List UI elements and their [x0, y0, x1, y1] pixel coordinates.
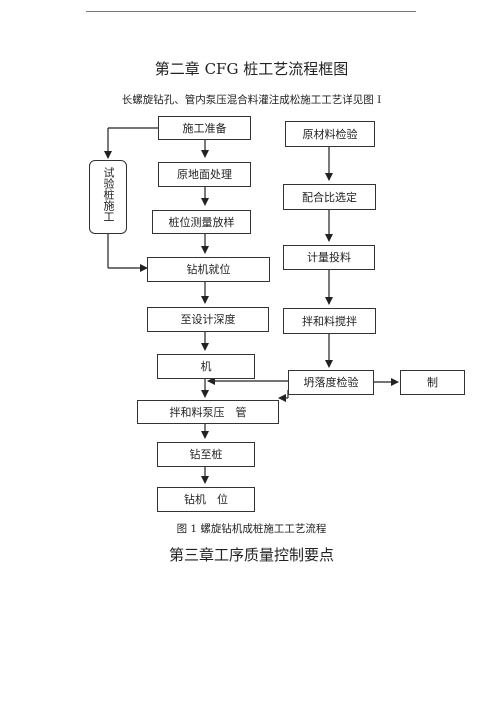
chapter-3-title: 第三章工序质量控制要点: [168, 546, 334, 564]
step-drill-positioning: 钻机就位: [147, 257, 270, 282]
step-pile-survey: 桩位测量放样: [152, 210, 251, 234]
step-metering: 计量投料: [283, 245, 375, 270]
step-machine: 机: [157, 354, 255, 379]
step-drill-to-pile: 钻至桩: [157, 442, 255, 467]
step-design-depth: 至设计深度: [147, 307, 269, 332]
step-construction-prep: 施工准备: [158, 116, 251, 140]
step-mix-ratio: 配合比选定: [283, 184, 376, 210]
step-pump-pressure: 拌和料泵压 管: [137, 400, 279, 424]
step-mixing: 拌和料搅拌: [283, 308, 376, 334]
chapter-title: 第二章 CFG 桩工艺流程框图: [154, 60, 349, 78]
figure-caption: 图 1 螺旋钻机成桩施工工艺流程: [176, 523, 327, 535]
flow-intro: 长螺旋钻孔、管内泵压混合料灌注成松施工工艺详见图 I: [121, 94, 382, 106]
header-rule: [86, 11, 416, 12]
step-ground-treatment: 原地面处理: [158, 162, 251, 187]
step-drill-out: 钻机 位: [157, 487, 255, 512]
step-material-inspection: 原材料检验: [285, 121, 375, 147]
step-slump-test: 坍落度检验: [288, 370, 374, 395]
step-control: 制: [400, 370, 465, 395]
step-trial-pile: 试验桩施工: [89, 160, 127, 234]
